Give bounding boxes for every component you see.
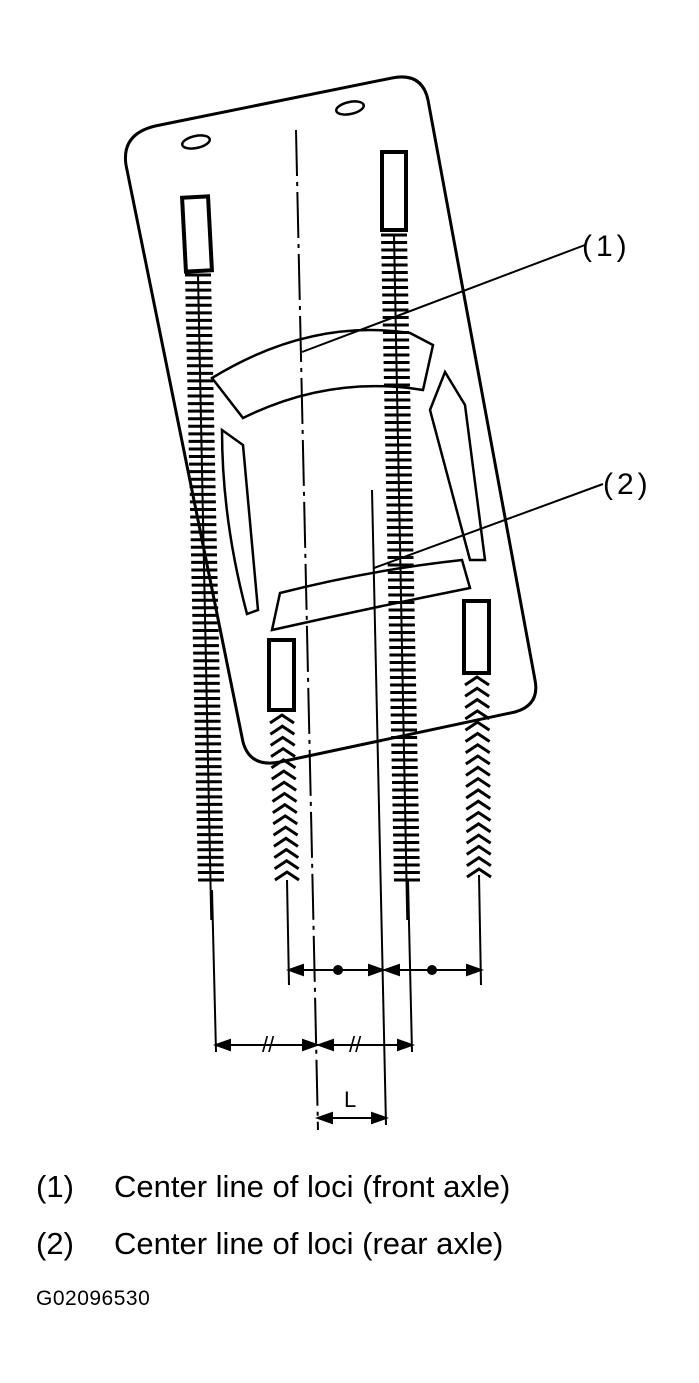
tread-mark xyxy=(464,675,490,687)
tread-mark xyxy=(464,754,491,766)
tread-mark xyxy=(273,847,300,859)
extension-line xyxy=(286,879,290,986)
tread-mark xyxy=(464,709,491,721)
tread-mark xyxy=(272,802,298,814)
rear-track-dimension xyxy=(286,963,484,977)
legend-text: Center line of loci (rear axle) xyxy=(114,1226,504,1261)
offset-label: L xyxy=(344,1087,356,1112)
tread-mark xyxy=(465,822,492,834)
tread-mark xyxy=(271,791,298,803)
tread-mark xyxy=(465,810,492,822)
legend-item: (2) Center line of loci (rear axle) xyxy=(36,1227,503,1261)
equal-mark-label: // xyxy=(262,1032,275,1057)
tread-mark xyxy=(464,686,490,698)
legend-number: (2) xyxy=(36,1226,74,1261)
front-right-tire-track xyxy=(381,233,420,921)
legend-number: (1) xyxy=(36,1169,74,1204)
extension-line xyxy=(407,879,413,1053)
tread-mark xyxy=(464,731,491,743)
equal-mark-label: // xyxy=(349,1032,362,1057)
tread-mark xyxy=(465,833,492,845)
rear-left-tire-track xyxy=(269,713,300,882)
tread-mark xyxy=(269,735,296,747)
tread-mark xyxy=(272,814,299,826)
offset-dimension xyxy=(315,1111,389,1125)
equal-mark-dot xyxy=(333,965,343,975)
rear-window xyxy=(270,558,472,632)
tread-mark xyxy=(466,867,492,879)
track-center xyxy=(197,274,213,921)
tread-mark xyxy=(464,742,491,755)
extension-line xyxy=(478,874,482,986)
tread-mark xyxy=(270,746,296,758)
wheel-alignment-diagram: // // L (1) (2) xyxy=(123,75,652,1131)
front-right-wheel xyxy=(380,150,408,232)
tread-mark xyxy=(273,858,300,871)
tread-mark xyxy=(465,765,491,777)
track-center xyxy=(393,234,409,921)
callout-1: (1) xyxy=(582,230,631,263)
tread-mark xyxy=(464,720,491,732)
equal-mark-dot xyxy=(427,965,437,975)
callout-2: (2) xyxy=(603,468,652,501)
rear-right-tire-track xyxy=(464,675,492,879)
mount-hole-right xyxy=(334,100,366,116)
tread-mark xyxy=(465,844,492,856)
mount-hole-left xyxy=(180,134,212,150)
leader-line-1 xyxy=(301,244,586,353)
tread-mark xyxy=(272,825,299,837)
side-window-right xyxy=(428,369,487,562)
side-window-left xyxy=(220,427,260,616)
figure-code: G02096530 xyxy=(36,1287,151,1310)
rear-left-wheel xyxy=(267,638,296,712)
tread-mark xyxy=(465,776,491,788)
tread-mark xyxy=(466,855,492,867)
tread-mark xyxy=(269,713,295,725)
tread-mark xyxy=(269,724,296,736)
extension-line xyxy=(211,889,217,1053)
front-axle-center-line xyxy=(295,129,319,1131)
rear-right-wheel xyxy=(462,599,491,675)
tread-mark xyxy=(271,780,297,792)
tread-mark xyxy=(274,870,300,882)
tread-mark xyxy=(270,769,297,781)
front-left-tire-track xyxy=(185,273,224,921)
tread-mark xyxy=(465,788,492,800)
leader-line-2 xyxy=(373,483,604,569)
tread-mark xyxy=(465,799,492,811)
front-left-wheel xyxy=(179,194,215,274)
front-track-dimension xyxy=(213,1038,415,1052)
windshield xyxy=(210,328,435,420)
tread-mark xyxy=(273,836,299,848)
tread-mark xyxy=(464,697,491,709)
legend-item: (1) Center line of loci (front axle) xyxy=(36,1170,510,1204)
legend-text: Center line of loci (front axle) xyxy=(114,1169,511,1204)
tread-mark xyxy=(270,758,297,770)
rear-axle-center-line xyxy=(371,489,387,1126)
